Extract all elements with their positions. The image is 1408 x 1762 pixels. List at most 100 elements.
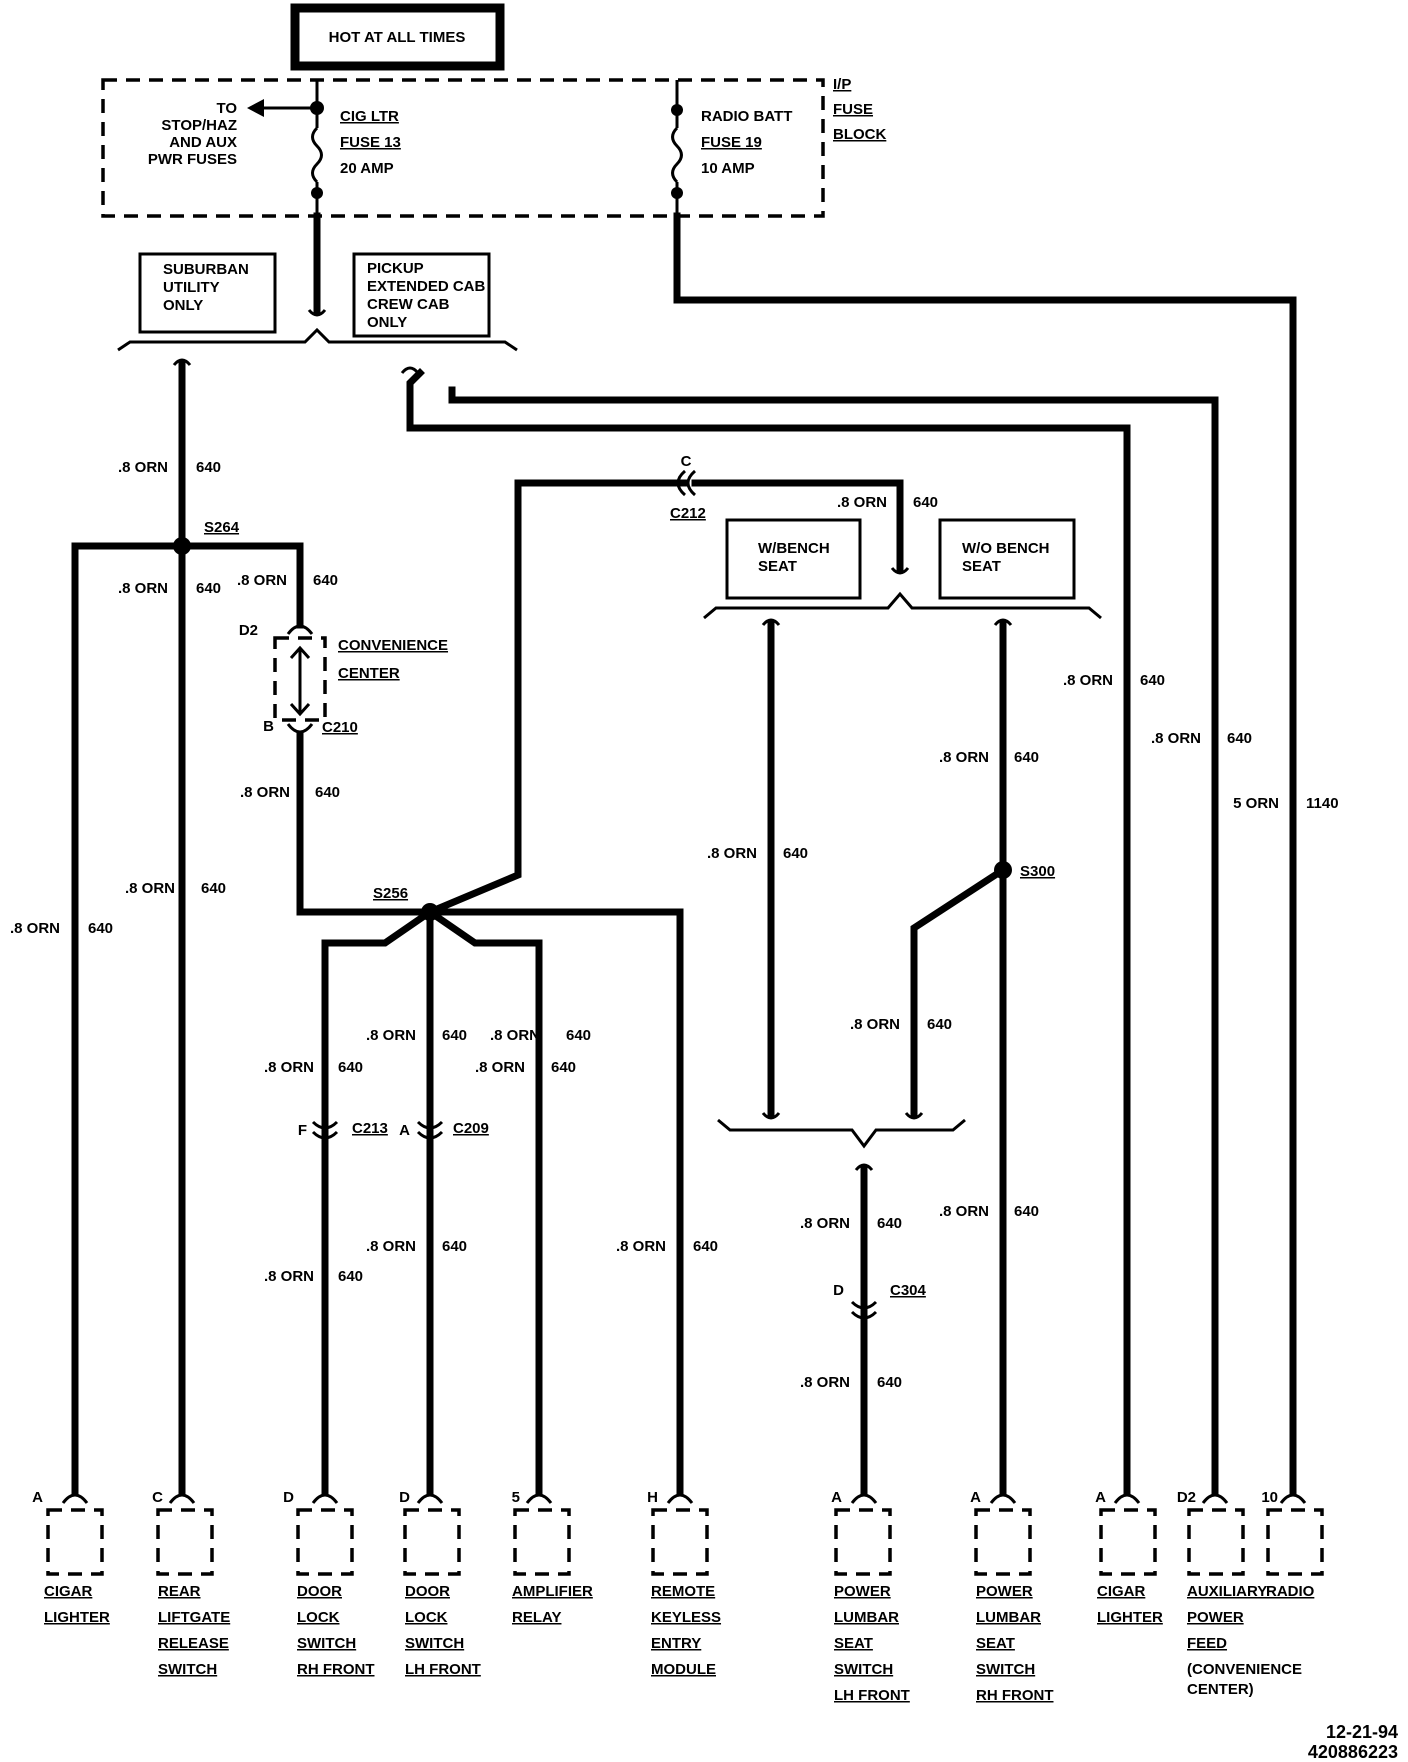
option-pickup-box: PICKUP EXTENDED CAB CREW CAB ONLY — [352, 252, 491, 338]
svg-text:.8 ORN: .8 ORN — [1063, 672, 1113, 689]
option-wo-bench-box: W/O BENCH SEAT — [938, 518, 1076, 600]
svg-text:RADIO: RADIO — [1266, 1583, 1315, 1600]
svg-text:SWITCH: SWITCH — [158, 1661, 217, 1678]
hot-at-all-times-header: HOT AT ALL TIMES — [290, 3, 505, 71]
fuse-block-label-3: BLOCK — [833, 126, 886, 143]
svg-text:D2: D2 — [239, 622, 258, 639]
fuse-a-name: CIG LTR — [340, 108, 399, 125]
hot-label: HOT AT ALL TIMES — [329, 29, 466, 46]
svg-text:640: 640 — [196, 459, 221, 476]
fuse-a-amp: 20 AMP — [340, 160, 394, 177]
svg-text:CONVENIENCE: CONVENIENCE — [338, 637, 448, 654]
svg-text:RELAY: RELAY — [512, 1609, 561, 1626]
component-rear-liftgate-release-switch: C REAR LIFTGATE RELEASE SWITCH — [152, 1489, 230, 1678]
option-brace-lumbar — [717, 1118, 966, 1149]
svg-text:SEAT: SEAT — [976, 1635, 1015, 1652]
svg-text:SWITCH: SWITCH — [834, 1661, 893, 1678]
svg-text:AMPLIFIER: AMPLIFIER — [512, 1583, 593, 1600]
svg-text:A: A — [970, 1489, 981, 1506]
svg-text:640: 640 — [201, 880, 226, 897]
svg-text:H: H — [647, 1489, 658, 1506]
svg-text:C: C — [152, 1489, 163, 1506]
svg-text:.8 ORN: .8 ORN — [850, 1016, 900, 1033]
connector-c304: D C304 — [833, 1282, 927, 1320]
to-note-3: AND AUX — [169, 134, 237, 151]
svg-text:W/O BENCH: W/O BENCH — [962, 540, 1050, 557]
svg-text:CIGAR: CIGAR — [1097, 1583, 1146, 1600]
svg-text:KEYLESS: KEYLESS — [651, 1609, 721, 1626]
svg-text:A: A — [399, 1122, 410, 1139]
svg-text:SEAT: SEAT — [758, 558, 797, 575]
svg-text:.8 ORN: .8 ORN — [475, 1059, 525, 1076]
svg-text:.8 ORN: .8 ORN — [264, 1059, 314, 1076]
svg-text:.8 ORN: .8 ORN — [939, 749, 989, 766]
svg-text:MODULE: MODULE — [651, 1661, 716, 1678]
svg-text:LUMBAR: LUMBAR — [976, 1609, 1041, 1626]
option-w-bench-box: W/BENCH SEAT — [725, 518, 862, 600]
component-cigar-lighter-1: A CIGAR LIGHTER — [32, 1489, 110, 1626]
svg-text:CIGAR: CIGAR — [44, 1583, 93, 1600]
svg-text:.8 ORN: .8 ORN — [837, 494, 887, 511]
fuse-b-amp: 10 AMP — [701, 160, 755, 177]
svg-text:.8 ORN: .8 ORN — [118, 580, 168, 597]
footer-code: 420886223 — [1308, 1742, 1398, 1762]
svg-text:ENTRY: ENTRY — [651, 1635, 701, 1652]
option-suburban-box: SUBURBAN UTILITY ONLY — [138, 252, 277, 334]
svg-text:.8 ORN: .8 ORN — [237, 572, 287, 589]
svg-text:LIGHTER: LIGHTER — [1097, 1609, 1163, 1626]
svg-text:A: A — [32, 1489, 43, 1506]
svg-text:SEAT: SEAT — [834, 1635, 873, 1652]
svg-text:F: F — [298, 1122, 307, 1139]
svg-text:640: 640 — [783, 845, 808, 862]
fuse-block-label-2: FUSE — [833, 101, 873, 118]
component-radio: 10 RADIO — [1261, 1489, 1324, 1600]
connector-c212: C C212 — [670, 453, 706, 522]
svg-text:640: 640 — [1014, 749, 1039, 766]
svg-text:SWITCH: SWITCH — [405, 1635, 464, 1652]
footer-date: 12-21-94 — [1326, 1722, 1398, 1742]
svg-text:.8 ORN: .8 ORN — [366, 1027, 416, 1044]
svg-text:UTILITY: UTILITY — [163, 279, 220, 296]
svg-text:640: 640 — [693, 1238, 718, 1255]
svg-text:AUXILIARY: AUXILIARY — [1187, 1583, 1267, 1600]
svg-text:640: 640 — [927, 1016, 952, 1033]
splice-s256: S256 — [373, 885, 439, 921]
svg-text:A: A — [831, 1489, 842, 1506]
svg-text:LIFTGATE: LIFTGATE — [158, 1609, 230, 1626]
fuse-b-fuse: FUSE 19 — [701, 134, 762, 151]
svg-text:RH FRONT: RH FRONT — [297, 1661, 375, 1678]
svg-text:.8 ORN: .8 ORN — [939, 1203, 989, 1220]
svg-text:640: 640 — [1227, 730, 1252, 747]
svg-text:C213: C213 — [352, 1120, 388, 1137]
svg-text:.8 ORN: .8 ORN — [125, 880, 175, 897]
svg-text:640: 640 — [551, 1059, 576, 1076]
svg-text:EXTENDED CAB: EXTENDED CAB — [367, 278, 486, 295]
svg-text:640: 640 — [338, 1268, 363, 1285]
svg-text:RH FRONT: RH FRONT — [976, 1687, 1054, 1704]
svg-text:.8 ORN: .8 ORN — [10, 920, 60, 937]
svg-text:.8 ORN: .8 ORN — [800, 1215, 850, 1232]
to-note-1: TO — [216, 100, 237, 117]
to-note-2: STOP/HAZ — [161, 117, 237, 134]
svg-text:DOOR: DOOR — [405, 1583, 450, 1600]
svg-text:D2: D2 — [1177, 1489, 1196, 1506]
svg-text:FEED: FEED — [1187, 1635, 1227, 1652]
svg-text:ONLY: ONLY — [367, 314, 407, 331]
svg-text:.8 ORN: .8 ORN — [800, 1374, 850, 1391]
svg-text:CREW CAB: CREW CAB — [367, 296, 450, 313]
svg-text:640: 640 — [566, 1027, 591, 1044]
svg-text:.8 ORN: .8 ORN — [616, 1238, 666, 1255]
svg-text:(CONVENIENCE: (CONVENIENCE — [1187, 1661, 1302, 1678]
option-brace-top — [117, 327, 518, 352]
fuse-block-label-1: I/P — [833, 76, 851, 93]
svg-text:SWITCH: SWITCH — [297, 1635, 356, 1652]
component-door-lock-switch-rh-front: D DOOR LOCK SWITCH RH FRONT — [283, 1489, 374, 1678]
svg-text:.8 ORN: .8 ORN — [1151, 730, 1201, 747]
svg-text:W/BENCH: W/BENCH — [758, 540, 830, 557]
svg-text:LOCK: LOCK — [405, 1609, 448, 1626]
svg-text:5: 5 — [512, 1489, 520, 1506]
svg-text:LUMBAR: LUMBAR — [834, 1609, 899, 1626]
splice-s264: S264 — [173, 519, 240, 555]
svg-text:5 ORN: 5 ORN — [1233, 795, 1279, 812]
svg-text:CENTER): CENTER) — [1187, 1681, 1254, 1698]
